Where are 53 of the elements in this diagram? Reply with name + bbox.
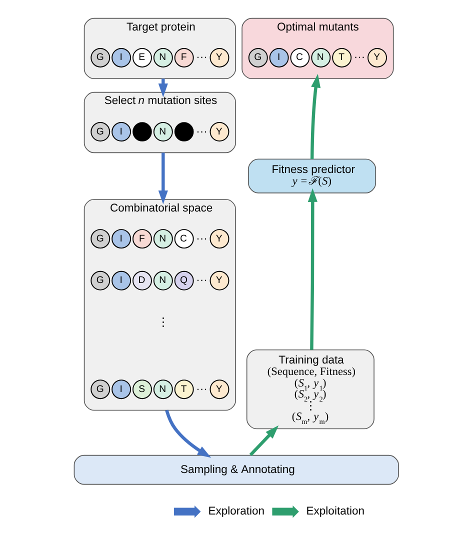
node-circle: D [132, 270, 152, 290]
label: ··· [196, 383, 208, 396]
label: ··· [196, 274, 208, 287]
node-circle [174, 122, 194, 142]
node-circle: G [90, 48, 110, 68]
node-circle: Y [210, 270, 230, 290]
node-circle: G [248, 48, 268, 68]
node-box: Sampling & Annotating [74, 454, 399, 485]
node-circle: I [112, 229, 132, 249]
node-circle: Y [210, 229, 230, 249]
node-circle: S [132, 380, 152, 400]
node-circle: F [132, 229, 152, 249]
label: ··· [354, 52, 366, 64]
node-box: Fitness predictor y =ℱ(S) [248, 158, 376, 194]
node-circle: N [153, 380, 173, 400]
node-circle: E [132, 48, 152, 68]
node-circle: G [90, 270, 110, 290]
label: ··· [196, 52, 208, 64]
node-circle: N [153, 122, 173, 142]
node-circle: C [290, 48, 310, 68]
legend-label: Exploitation [306, 506, 364, 518]
node-circle: I [112, 48, 132, 68]
node-circle: Y [210, 48, 230, 68]
arrow [308, 188, 318, 350]
node-circle: Q [174, 270, 194, 290]
legend-label: Exploration [208, 506, 265, 518]
node-circle: T [332, 48, 352, 68]
node-circle: I [112, 270, 132, 290]
node-circle: Y [368, 48, 387, 68]
label: ··· [196, 126, 208, 138]
arrow [165, 410, 212, 458]
node-box: Training data (Sequence, Fitness) (S$_{1}$, y$_{1}$) (S$_{2}$, y$_{2}$) ⋮ (S$_{m}$, y$_{m}$) [246, 349, 374, 430]
node-circle: N [153, 270, 173, 290]
label: ··· [196, 232, 208, 245]
node-circle: Y [210, 122, 230, 142]
node-circle: I [269, 48, 289, 68]
node-circle: N [153, 229, 173, 249]
node-circle: F [174, 48, 194, 68]
node-circle: N [153, 48, 173, 68]
node-circle: G [90, 122, 110, 142]
node-circle: G [90, 380, 110, 400]
node-circle: T [174, 380, 194, 400]
node-circle: N [311, 48, 331, 68]
node-circle: I [112, 122, 132, 142]
node-circle: I [112, 380, 132, 400]
node-circle: G [90, 229, 110, 249]
node-circle [132, 122, 152, 142]
arrow [310, 74, 321, 160]
label: ⋮ [158, 316, 169, 328]
arrow [158, 152, 168, 204]
arrow [249, 425, 279, 456]
node-circle: C [174, 229, 194, 249]
node-circle: Y [210, 380, 230, 400]
